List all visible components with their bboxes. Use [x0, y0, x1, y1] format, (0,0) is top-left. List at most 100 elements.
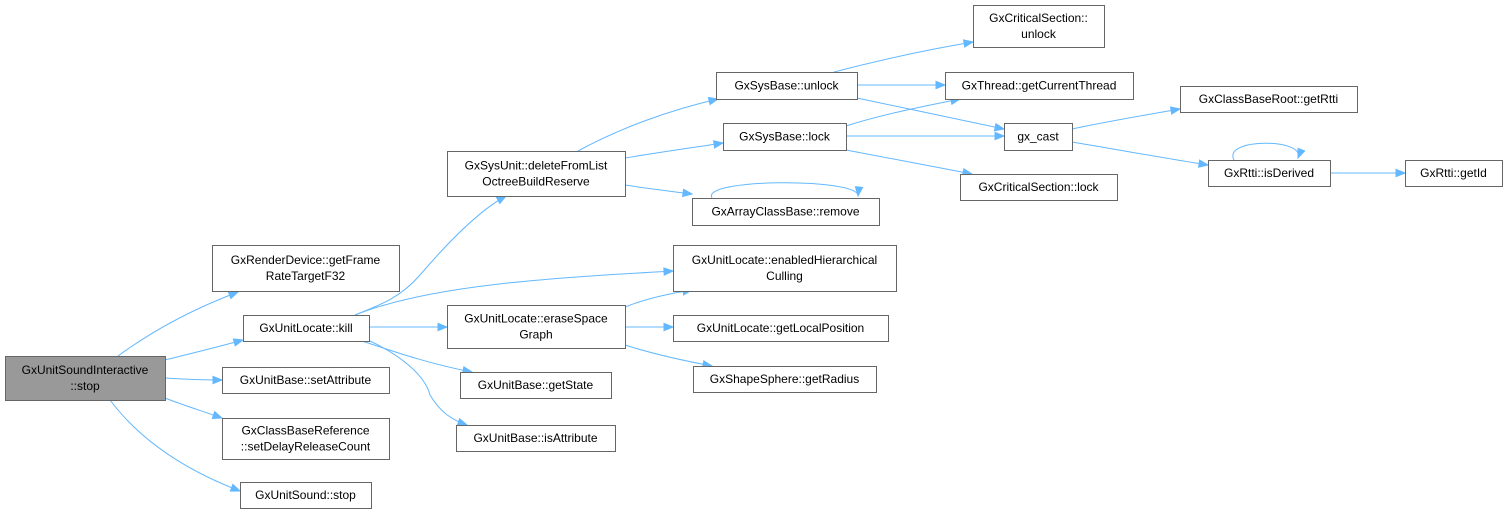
node-box: [5, 356, 166, 401]
node-label: GxRtti::isDerived: [1224, 166, 1314, 180]
node-deleteFromList[interactable]: GxSysUnit::deleteFromListOctreeBuildRese…: [447, 151, 626, 197]
edge-deleteFromList-to-sysUnlock: [577, 96, 720, 152]
arrowhead-icon: [1197, 159, 1210, 168]
node-box: [243, 315, 370, 342]
edge-root-to-setDelayRelease: [164, 397, 224, 419]
node-label: GxThread::getCurrentThread: [962, 79, 1117, 93]
node-getState[interactable]: GxUnitBase::getState: [460, 372, 612, 399]
node-getId[interactable]: GxRtti::getId: [1405, 160, 1503, 187]
node-box: [222, 418, 390, 460]
node-label: gx_cast: [1017, 130, 1059, 144]
edge-line: [369, 340, 468, 426]
node-getRadius[interactable]: GxShapeSphere::getRadius: [693, 366, 877, 393]
node-box: [212, 245, 400, 292]
node-box: [693, 366, 877, 393]
node-box: [447, 151, 626, 197]
arrowhead-icon: [707, 96, 720, 106]
edge-line: [117, 291, 239, 357]
arrowhead-icon: [712, 140, 725, 149]
node-box: [723, 123, 847, 151]
node-box: [222, 367, 390, 394]
edge-kill-to-eraseSpace: [369, 322, 449, 332]
edge-line: [833, 41, 974, 73]
node-box: [447, 305, 626, 349]
node-box: [460, 372, 612, 399]
edge-sysLock-to-csLock: [845, 149, 974, 177]
node-isDerived[interactable]: GxRtti::isDerived: [1208, 160, 1331, 187]
arrowhead-icon: [495, 195, 508, 205]
node-label: GxClassBaseReference: [241, 424, 369, 438]
node-label: GxUnitSoundInteractive: [22, 363, 149, 377]
edge-sysLock-to-getCurThread: [845, 96, 962, 127]
node-isAttribute[interactable]: GxUnitBase::isAttribute: [456, 425, 616, 452]
node-getCurThread[interactable]: GxThread::getCurrentThread: [945, 72, 1134, 100]
edge-deleteFromList-to-arrayRemove: [624, 184, 694, 198]
node-box: [240, 482, 372, 509]
node-arrayRemove[interactable]: GxArrayClassBase::remove: [692, 198, 880, 226]
node-csUnlock[interactable]: GxCriticalSection::unlock: [973, 5, 1105, 48]
node-getLocalPos[interactable]: GxUnitLocate::getLocalPosition: [673, 315, 889, 342]
edge-sysUnlock-to-csUnlock: [833, 39, 975, 73]
node-csLock[interactable]: GxCriticalSection::lock: [960, 174, 1118, 201]
arrowhead-icon: [456, 417, 469, 427]
edge-line: [361, 340, 473, 373]
node-root[interactable]: GxUnitSoundInteractive::stop: [5, 356, 166, 401]
arrowhead-icon: [1297, 147, 1306, 160]
node-label: ::setDelayReleaseCount: [241, 440, 371, 454]
arrowhead-icon: [227, 291, 240, 300]
node-box: [1180, 86, 1358, 113]
edge-line: [856, 97, 1005, 130]
node-setAttribute[interactable]: GxUnitBase::setAttribute: [222, 367, 390, 394]
node-kill[interactable]: GxUnitLocate::kill: [243, 315, 370, 342]
edge-eraseSpace-to-getLocalPos: [625, 322, 675, 332]
node-label: GxUnitLocate::getLocalPosition: [697, 321, 864, 335]
edge-line: [624, 344, 713, 367]
node-label: GxCriticalSection::lock: [978, 180, 1099, 194]
edge-root-to-setAttribute: [164, 375, 224, 385]
node-sysLock[interactable]: GxSysBase::lock: [723, 123, 847, 151]
edge-root-to-soundStop: [109, 399, 242, 492]
node-label: OctreeBuildReserve: [482, 175, 590, 189]
edge-gxCast-to-isDerived: [1071, 141, 1210, 168]
edge-isDerived-to-getId: [1330, 168, 1407, 178]
arrowhead-icon: [663, 322, 675, 332]
edge-line: [711, 182, 859, 199]
arrowhead-icon: [1395, 168, 1407, 178]
node-label: GxUnitSound::stop: [255, 488, 356, 502]
node-setDelayRelease[interactable]: GxClassBaseReference::setDelayReleaseCou…: [222, 418, 390, 460]
edge-line: [354, 195, 507, 316]
edge-line: [577, 98, 719, 152]
node-soundStop[interactable]: GxUnitSound::stop: [240, 482, 372, 509]
node-label: RateTargetF32: [266, 269, 346, 283]
node-getRtti[interactable]: GxClassBaseRoot::getRtti: [1180, 86, 1358, 113]
edge-eraseSpace-to-getRadius: [624, 344, 714, 369]
edge-line: [1232, 142, 1299, 161]
node-label: GxUnitBase::getState: [478, 378, 594, 392]
node-box: [716, 72, 858, 100]
node-gxCast[interactable]: gx_cast: [1004, 123, 1073, 151]
node-label: GxUnitLocate::enabledHierarchical: [692, 253, 877, 267]
node-box: [1004, 123, 1073, 151]
node-label: Culling: [766, 269, 803, 283]
arrowhead-icon: [993, 122, 1006, 132]
node-box: [673, 315, 889, 342]
arrowhead-icon: [935, 80, 947, 90]
edge-sysLock-to-gxCast: [846, 131, 1006, 141]
node-box: [960, 174, 1118, 201]
edge-root-to-kill: [164, 338, 245, 361]
arrowhead-icon: [994, 131, 1006, 141]
edge-line: [624, 184, 693, 195]
arrowhead-icon: [211, 410, 224, 419]
edge-line: [354, 270, 674, 316]
edge-isDerived-to-isDerived: [1232, 142, 1306, 161]
node-label: GxSysUnit::deleteFromList: [465, 159, 608, 173]
node-box: [673, 245, 897, 292]
node-label: GxCriticalSection::: [989, 11, 1088, 25]
edge-line: [845, 149, 973, 175]
arrowhead-icon: [854, 186, 864, 198]
node-sysUnlock[interactable]: GxSysBase::unlock: [716, 72, 858, 100]
